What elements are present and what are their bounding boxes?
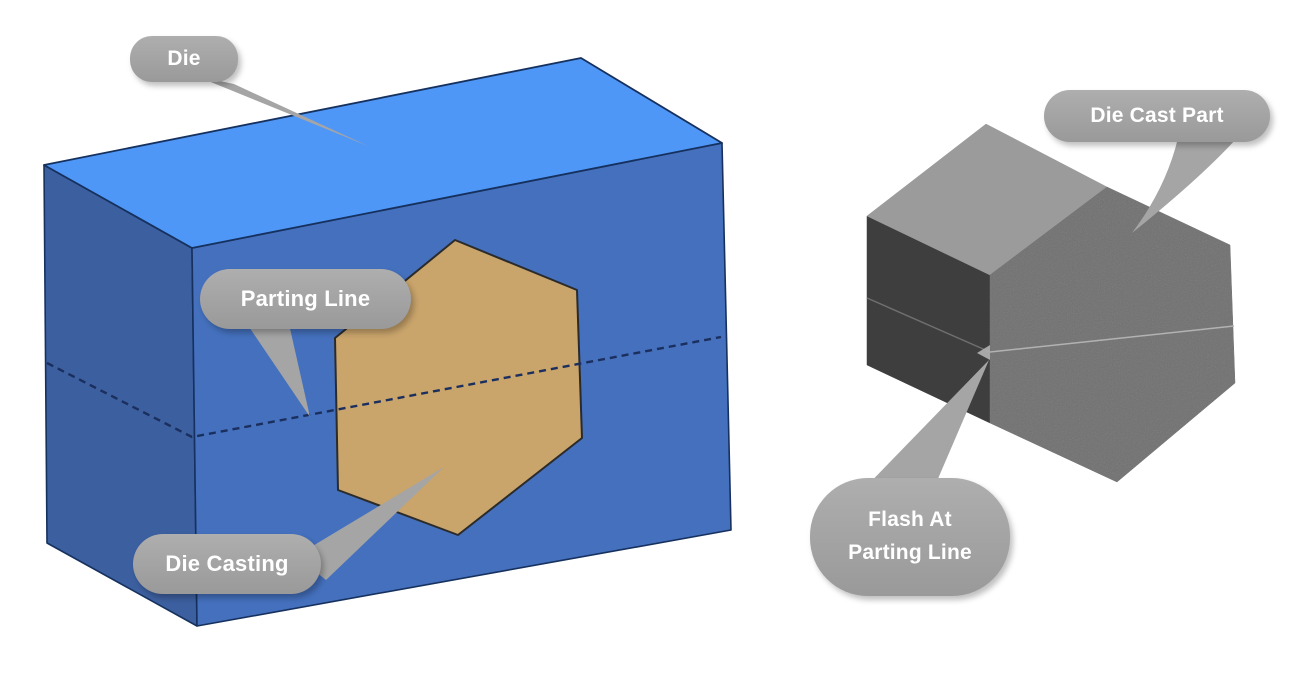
- parting-line-callout-label: Parting Line: [240, 286, 371, 311]
- flash-callout-tail: [858, 360, 989, 502]
- flash-line-on-side-face: [866, 297, 991, 353]
- flash-at-parting-line-callout: Flash At Parting Line: [810, 478, 1010, 596]
- die-callout: Die: [130, 36, 238, 82]
- flash-callout-label-line2: Parting Line: [848, 541, 972, 564]
- callout-tails: [196, 76, 1244, 580]
- die-cast-part: [866, 123, 1236, 483]
- die-cast-part-callout: Die Cast Part: [1044, 90, 1270, 142]
- die-casting-callout-tail: [296, 467, 444, 580]
- die-cast-part-callout-tail: [1132, 130, 1244, 233]
- flash-callout-label-line1: Flash At: [868, 508, 952, 532]
- part-hex-face-texture: [990, 187, 1235, 482]
- parting-line-callout-tail: [243, 318, 310, 417]
- parting-line-callout: Parting Line: [200, 269, 411, 329]
- die-callout-tail: [196, 76, 368, 146]
- die-callout-label: Die: [167, 47, 201, 70]
- flash-notch: [977, 345, 990, 360]
- die-top-face: [43, 57, 723, 249]
- die-block: [43, 57, 732, 627]
- flash-line-on-hex-face: [989, 325, 1235, 353]
- die-casting-callout: Die Casting: [133, 534, 321, 594]
- parting-line-dashed: [46, 335, 722, 439]
- die-cast-part-callout-label: Die Cast Part: [1090, 104, 1224, 127]
- die-casting-callout-label: Die Casting: [165, 551, 289, 576]
